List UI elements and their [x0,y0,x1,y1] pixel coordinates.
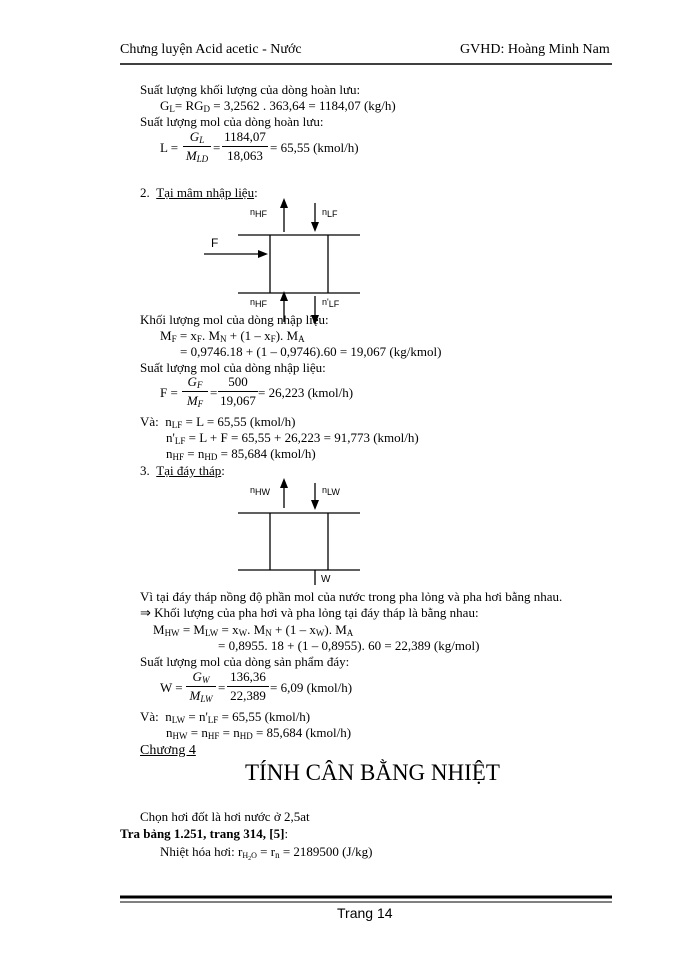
bottom-W-result: = 6,09 (kmol/h) [270,680,353,695]
section2-heading: 2. Tại mâm nhập liệu: [140,185,258,200]
feed-diagram-label-top-right: nLF [322,207,338,219]
reflux-mass-label: Suất lượng khối lượng của dòng hoàn lưu: [140,82,361,97]
feed-molar-mass-value: = 0,9746.18 + (1 – 0,9746).60 = 19,067 (… [180,344,442,359]
bottom-molar-mass-value: = 0,8955. 18 + (1 – 0,8955). 60 = 22,389… [218,638,480,653]
feed-molar-mass-label: Khối lượng mol của dòng nhập liệu: [140,312,329,327]
reflux-L-lhs: L = [160,140,179,155]
feed-F-fraction-symbolic: GF MF [182,374,208,409]
header-left: Chưng luyện Acid acetic - Nước [120,42,302,57]
section3-heading: 3. Tại đáy tháp: [140,463,225,478]
feed-diagram-label-bottom-right: n'LF [322,297,340,309]
feed-tray-diagram [204,198,360,325]
feed-mol-flow-label: Suất lượng mol của dòng nhập liệu: [140,360,326,375]
feed-F-fraction-numeric: 500 19,067 [218,374,258,409]
equals-sign: = [210,385,218,400]
feed-and-line2: n'LF = L + F = 65,55 + 26,223 = 91,773 (… [166,430,419,446]
feed-diagram-label-top-left: nHF [250,207,268,219]
reflux-L-result: = 65,55 (kmol/h) [270,140,359,155]
feed-F-lhs: F = [160,385,178,400]
bottom-diagram-label-W: W [321,574,331,585]
reflux-L-fraction-numeric: 1184,07 18,063 [222,129,268,164]
equals-sign: = [218,680,226,695]
bottom-molar-mass-formula: MHW = MLW = xW. MN + (1 – xW). MA [153,622,354,638]
header-right: GVHD: Hoàng Minh Nam [460,42,610,57]
reflux-gl-equation: GL= RGD = 3,2562 . 363,64 = 1184,07 (kg/… [160,98,396,114]
page-number: Trang 14 [337,905,393,921]
chapter-label: Chương 4 [140,743,196,758]
heat-line2: Tra bảng 1.251, trang 314, [5]: [120,826,289,841]
bottom-line2: ⇒ Khối lượng của pha hơi và pha lỏng tại… [140,605,479,620]
reflux-mol-label: Suất lượng mol của dòng hoàn lưu: [140,114,324,129]
bottom-and-line2: nHW = nHF = nHD = 85,684 (kmol/h) [166,725,352,741]
bottom-mol-flow-label: Suất lượng mol của dòng sản phẩm đáy: [140,654,350,669]
feed-diagram-label-bottom-left: nHF [250,297,268,309]
reflux-L-fraction-symbolic: GL MLD [183,129,211,164]
equals-sign: = [213,140,221,155]
bottom-and-line1: Và: nLW = n'LF = 65,55 (kmol/h) [140,709,311,725]
bottom-diagram-label-top-right: nLW [322,485,340,497]
bottom-line1: Vì tại đáy tháp nồng độ phần mol của nướ… [140,589,563,604]
feed-and-line3: nHF = nHD = 85,684 (kmol/h) [166,446,316,462]
heat-line1: Chọn hơi đốt là hơi nước ở 2,5at [140,809,310,824]
bottom-W-lhs: W = [160,680,183,695]
feed-diagram-label-F: F [211,236,219,250]
bottom-diagram-label-top-left: nHW [250,485,271,497]
feed-F-result: = 26,223 (kmol/h) [258,385,354,400]
heat-line3: Nhiệt hóa hơi: rH2O = rn = 2189500 (J/kg… [160,844,373,862]
feed-and-line1: Và: nLF = L = 65,55 (kmol/h) [140,414,296,430]
chapter-title: TÍNH CÂN BẰNG NHIỆT [245,760,500,785]
bottom-W-fraction-numeric: 136,36 22,389 [227,669,269,704]
bottom-W-fraction-symbolic: GW MLW [186,669,216,704]
feed-molar-mass-formula: MF = xF. MN + (1 – xF). MA [160,328,305,344]
column-bottom-diagram [238,478,360,585]
